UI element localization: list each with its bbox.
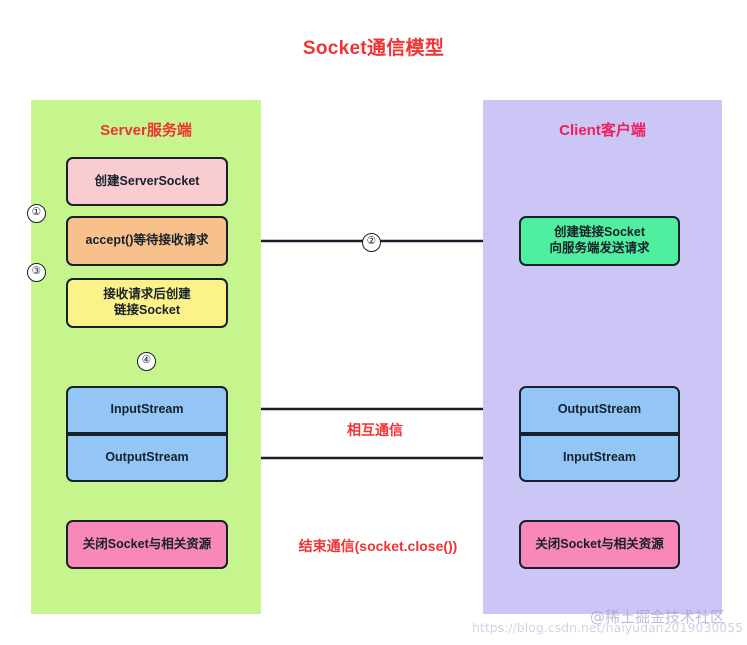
node-client-close-socket[interactable]: 关闭Socket与相关资源 xyxy=(519,520,680,569)
node-server-output-stream[interactable]: OutputStream xyxy=(66,434,228,482)
node-label: 创建ServerSocket xyxy=(94,173,200,188)
node-label-line1: 接收请求后创建 xyxy=(103,287,191,302)
node-create-link-socket[interactable]: 接收请求后创建 链接Socket xyxy=(66,278,228,328)
page-title: Socket通信模型 xyxy=(302,38,445,59)
node-label: 关闭Socket与相关资源 xyxy=(535,536,664,551)
node-label-line2: 链接Socket xyxy=(113,303,180,317)
node-accept[interactable]: accept()等待接收请求 xyxy=(66,216,228,266)
step-marker-1: ① xyxy=(27,204,46,223)
label-end-communication: 结束通信(socket.close()) xyxy=(298,538,458,554)
node-label: accept()等待接收请求 xyxy=(85,233,209,248)
step-marker-2: ② xyxy=(362,233,381,252)
step-marker-4: ④ xyxy=(137,352,156,371)
label-mutual-communication: 相互通信 xyxy=(347,422,403,438)
step-marker-3: ③ xyxy=(27,263,46,282)
node-label: 关闭Socket与相关资源 xyxy=(82,536,212,551)
node-client-output-stream[interactable]: OutputStream xyxy=(519,386,680,434)
node-client-create-connection[interactable]: 创建链接Socket 向服务端发送请求 xyxy=(519,216,680,266)
node-create-serversocket[interactable]: 创建ServerSocket xyxy=(66,157,228,206)
node-label: OutputStream xyxy=(557,402,642,417)
node-label: OutputStream xyxy=(105,450,189,465)
node-label-line2: 向服务端发送请求 xyxy=(549,241,650,255)
node-server-close-socket[interactable]: 关闭Socket与相关资源 xyxy=(66,520,228,569)
client-panel-title: Client客户端 xyxy=(559,122,646,139)
watermark-url: https://blog.csdn.net/haiyudan2019030055 xyxy=(472,620,744,635)
node-label-wrapper: 接收请求后创建 链接Socket xyxy=(103,287,191,318)
node-label-wrapper: 创建链接Socket 向服务端发送请求 xyxy=(549,225,649,256)
node-label: InputStream xyxy=(110,402,184,417)
watermark-community: @稀土掘金技术社区 xyxy=(590,608,726,626)
server-panel-title: Server服务端 xyxy=(100,122,192,139)
node-label-line1: 创建链接Socket xyxy=(553,225,645,240)
node-server-input-stream[interactable]: InputStream xyxy=(66,386,228,434)
node-client-input-stream[interactable]: InputStream xyxy=(519,434,680,482)
node-label: InputStream xyxy=(563,450,636,465)
